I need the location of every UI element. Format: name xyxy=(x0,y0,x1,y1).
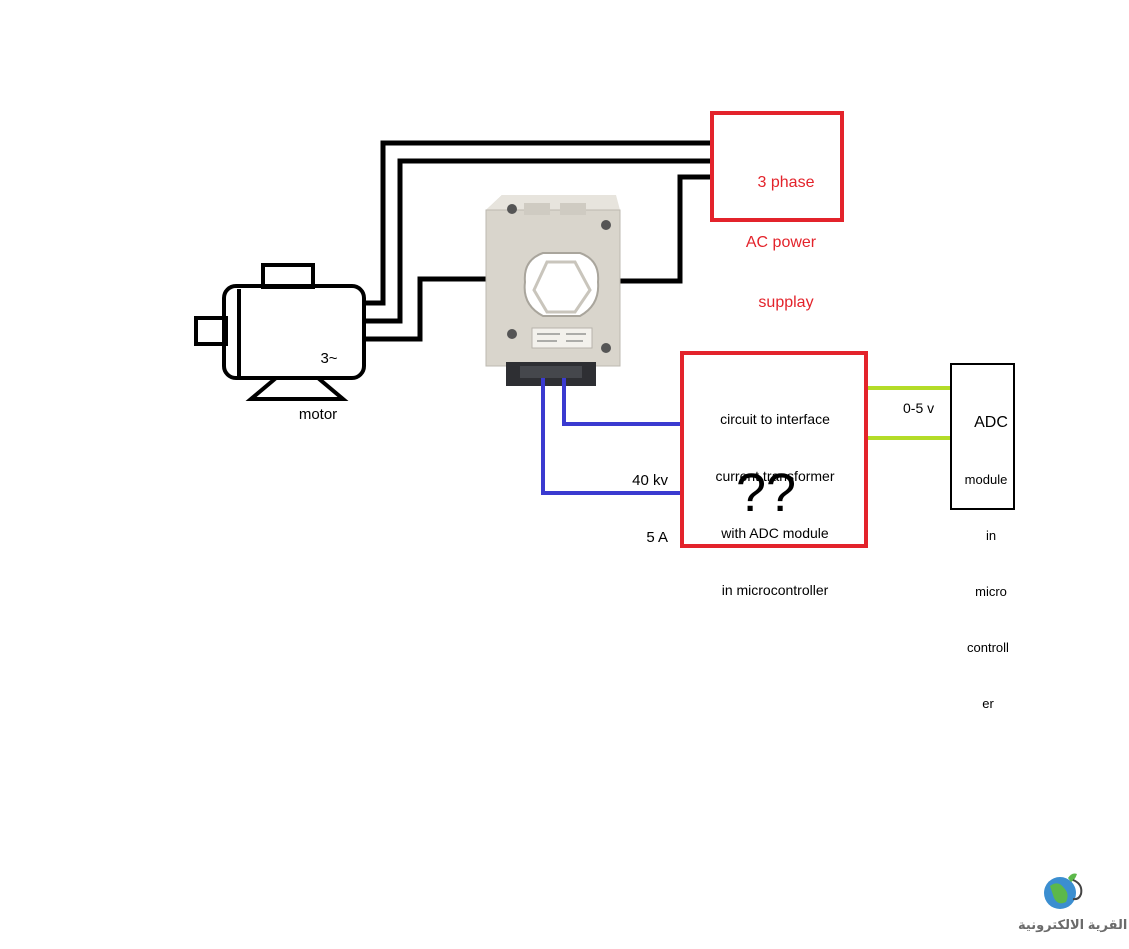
phase-wire-2 xyxy=(362,158,712,324)
interface-line-2: current transformer xyxy=(715,468,835,484)
watermark-logo xyxy=(1044,873,1083,909)
watermark-text: القرية الالكترونية xyxy=(1018,917,1128,932)
interface-line-1: circuit to interface xyxy=(720,411,830,427)
ct-screw-2 xyxy=(601,220,611,230)
power-supply-box xyxy=(710,111,844,222)
motor-base xyxy=(245,376,349,401)
motor-terminal-box xyxy=(261,263,315,289)
ct-secondary-wires xyxy=(541,378,682,495)
interface-circuit-box xyxy=(680,351,868,548)
motor-body xyxy=(222,284,366,380)
power-supply-label: 3 phase AC power supplay xyxy=(733,133,829,353)
current-transformer xyxy=(485,195,621,386)
motor-phase-symbol: 3~ xyxy=(320,349,338,367)
adc-module-box xyxy=(950,363,1015,510)
ct-screw-1 xyxy=(507,204,517,214)
secondary-wire-1 xyxy=(562,378,682,426)
ct-nameplate-marks xyxy=(537,333,586,342)
ct-screw-3 xyxy=(507,329,517,339)
voltage-range-label: 0-5 v xyxy=(903,400,935,416)
ct-terminal-cover xyxy=(520,366,582,378)
adc-module-line-4: controll xyxy=(967,640,1009,655)
ct-nameplate xyxy=(531,327,593,349)
ct-top-tab-left xyxy=(524,203,550,215)
adc-module-line-3: micro xyxy=(975,584,1007,599)
motor-text: motor xyxy=(298,405,338,423)
interface-line-3: with ADC module xyxy=(721,525,829,541)
phase-wire-1 xyxy=(362,140,712,306)
motor-symbol xyxy=(194,263,366,401)
motor-label: 3~ motor xyxy=(292,312,344,462)
unknown-circuit-mark: ?? xyxy=(736,463,797,523)
ct-voltage-rating: 40 kv xyxy=(632,472,668,489)
power-supply-line-1: 3 phase xyxy=(757,174,815,191)
power-supply-line-2: AC power xyxy=(745,234,817,251)
ct-current-rating: 5 A xyxy=(646,529,668,546)
adc-module-line-5: er xyxy=(982,696,994,711)
interface-line-4: in microcontroller xyxy=(721,582,829,598)
power-wires xyxy=(362,140,712,342)
ct-screw-4 xyxy=(601,343,611,353)
adc-module-title: ADC xyxy=(974,414,1008,431)
ct-rating-label: 40 kv 5 A xyxy=(626,433,668,585)
ct-top-tab-right xyxy=(560,203,586,215)
adc-module-line-2: in xyxy=(985,528,997,543)
adc-module-label: ADC module in micro controll er xyxy=(955,374,1013,752)
adc-module-line-1: module xyxy=(964,472,1008,487)
interface-circuit-label: circuit to interface current transformer… xyxy=(687,372,863,638)
power-supply-line-3: supplay xyxy=(758,294,814,311)
adc-wires xyxy=(866,386,952,440)
secondary-wire-2 xyxy=(541,378,682,495)
ct-window-inner xyxy=(532,260,592,314)
motor-shaft xyxy=(194,316,228,346)
phase-wire-3-motor-side xyxy=(362,276,490,342)
ct-top-face xyxy=(486,195,620,210)
